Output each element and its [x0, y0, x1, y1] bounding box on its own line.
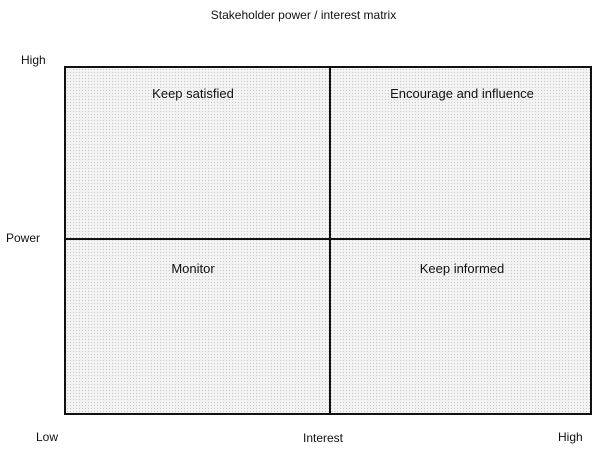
interest-low-label: Low	[36, 430, 59, 444]
horizontal-divider	[66, 238, 590, 240]
quadrant-keep-satisfied: Keep satisfied	[152, 86, 234, 101]
diagram-title: Stakeholder power / interest matrix	[210, 8, 397, 22]
quadrant-encourage-and-influence: Encourage and influence	[390, 86, 534, 101]
power-interest-matrix: Keep satisfied Encourage and influence M…	[64, 66, 592, 415]
quadrant-monitor: Monitor	[171, 261, 215, 276]
quadrant-keep-informed: Keep informed	[419, 261, 505, 276]
power-axis-label: Power	[6, 231, 41, 245]
interest-axis-label: Interest	[303, 431, 344, 445]
vertical-divider	[329, 68, 331, 413]
interest-high-label: High	[558, 430, 583, 444]
power-high-label: High	[21, 53, 46, 67]
